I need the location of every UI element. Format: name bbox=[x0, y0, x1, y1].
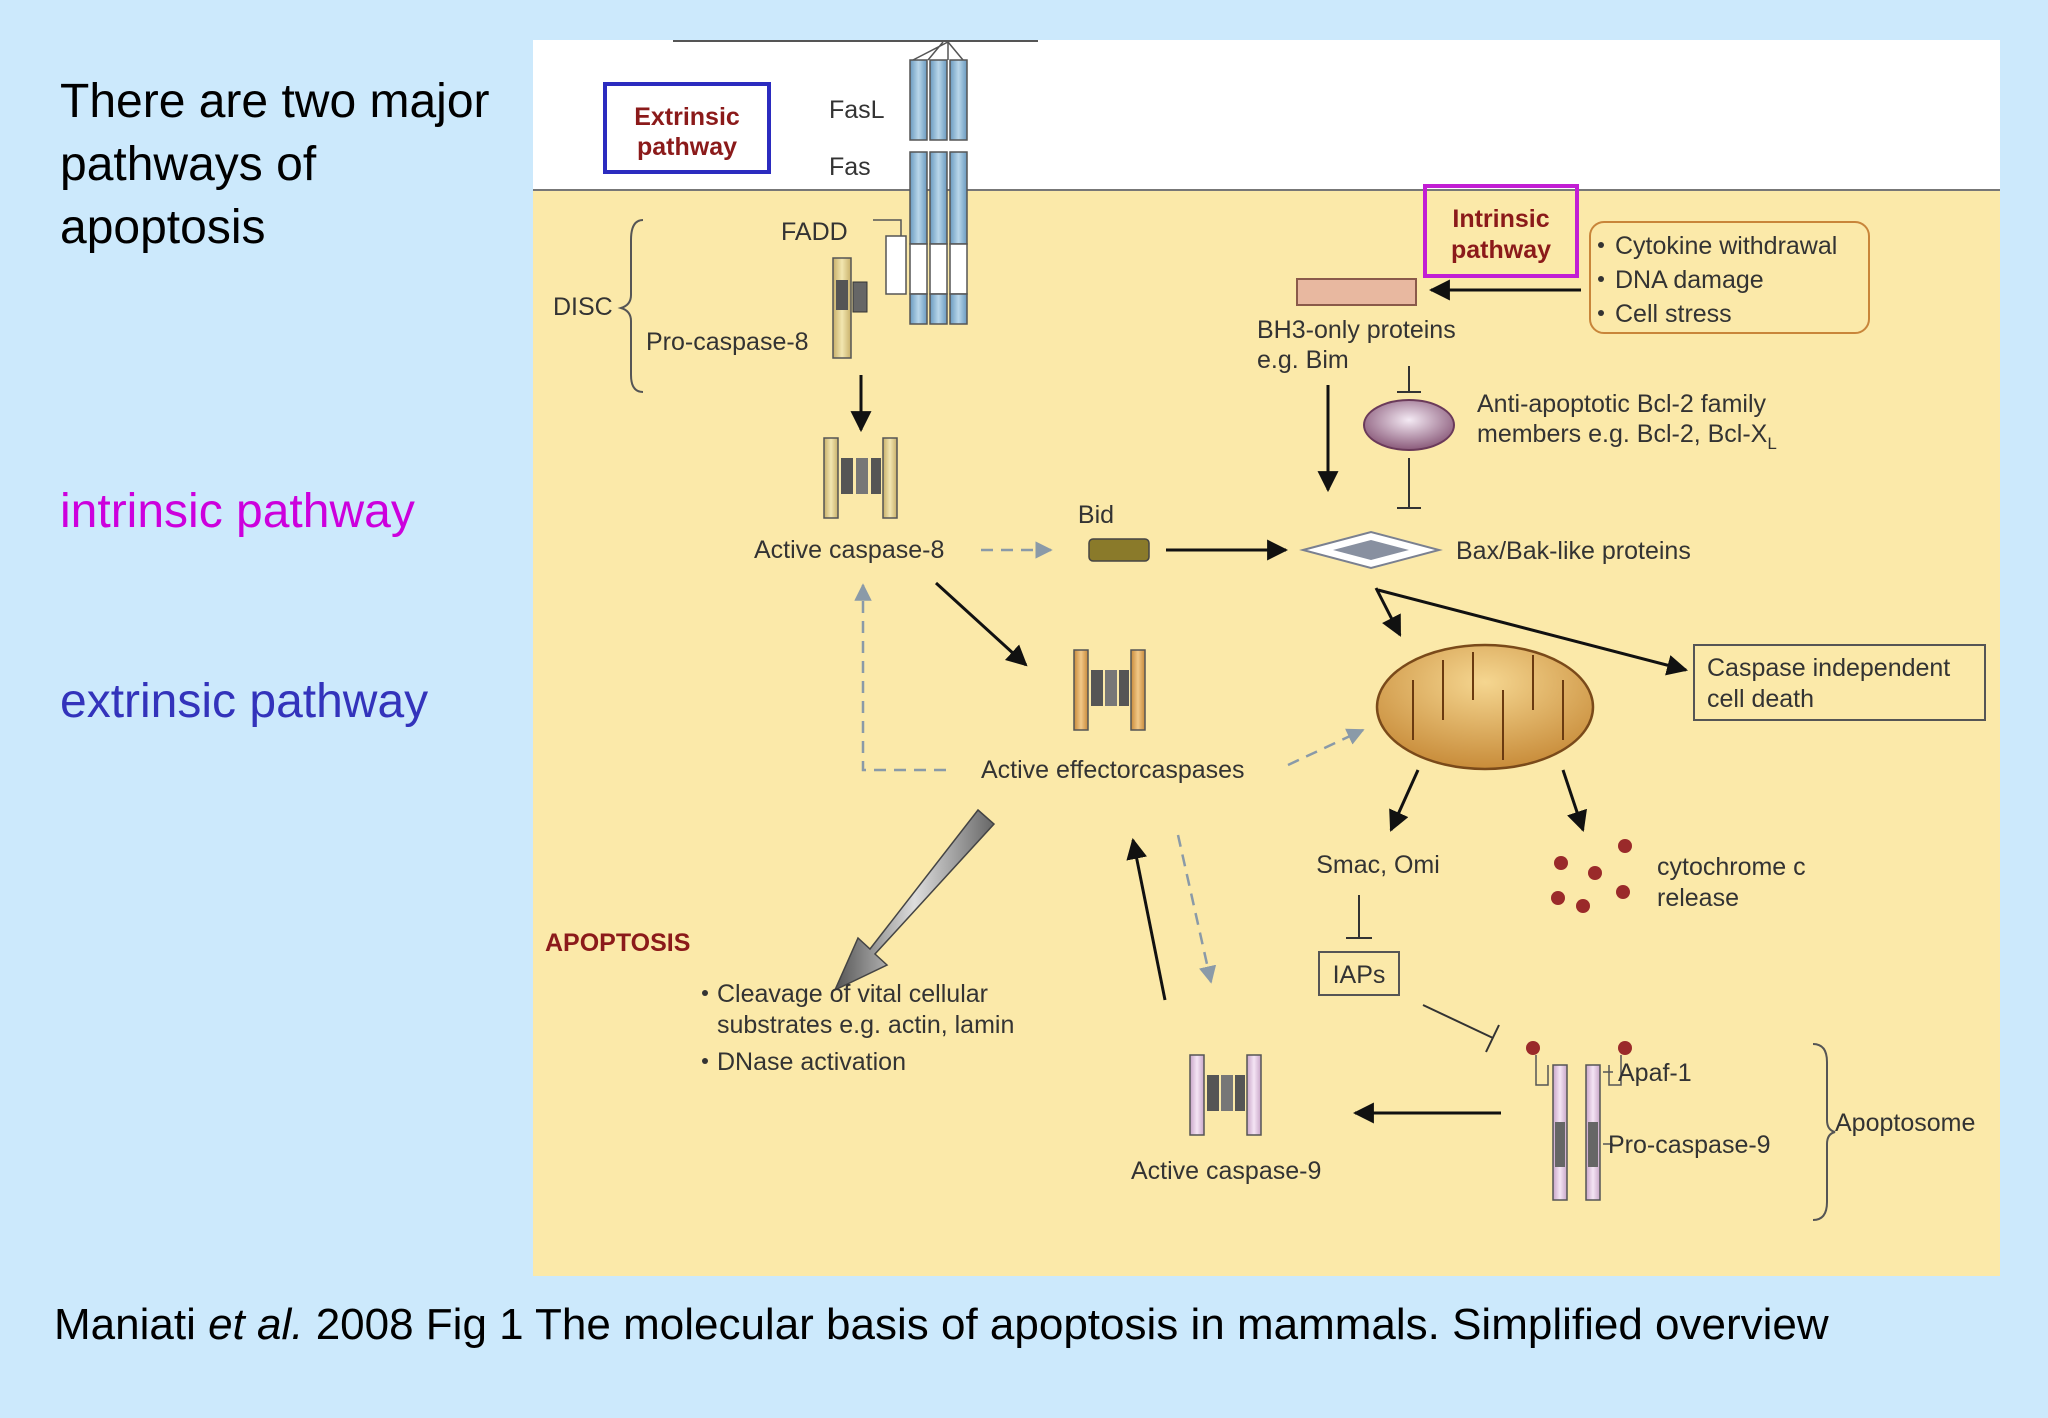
apoptosis-effect-2: substrates e.g. actin, lamin bbox=[717, 1011, 1014, 1039]
big-arrow-to-apoptosis bbox=[833, 808, 996, 992]
intrinsic-box-line2: pathway bbox=[1451, 236, 1551, 264]
arrow-mito-to-smac bbox=[1389, 769, 1420, 832]
caption-description: 2008 Fig 1 The molecular basis of apopto… bbox=[303, 1300, 1829, 1349]
intrinsic-pathway-box bbox=[1423, 184, 1579, 278]
bax-bak-label: Bax/Bak-like proteins bbox=[1456, 537, 1691, 565]
bullet-dot bbox=[1598, 242, 1604, 248]
apoptosis-effect-1: Cleavage of vital cellular bbox=[717, 980, 988, 1008]
dashed-arrow-effector-to-caspase9 bbox=[1176, 834, 1217, 984]
cytochrome-label-line1: cytochrome c bbox=[1657, 853, 1806, 881]
bcl-2-icon bbox=[1363, 399, 1455, 451]
iaps-label: IAPs bbox=[1333, 961, 1386, 989]
extrinsic-pathway-box bbox=[603, 82, 771, 174]
disc-brace bbox=[617, 219, 644, 393]
disc-label: DISC bbox=[553, 293, 613, 321]
apoptosis-diagram: Extrinsic pathway FasL Fas FADD DISC Pro… bbox=[533, 40, 2000, 1276]
active-caspase-8-label: Active caspase-8 bbox=[754, 536, 944, 564]
bax-bak-icon bbox=[1299, 530, 1443, 570]
anti-apoptotic-line1: Anti-apoptotic Bcl-2 family bbox=[1477, 390, 1767, 418]
stress-stimuli-box bbox=[1589, 221, 1870, 334]
bullet-dot bbox=[1598, 276, 1604, 282]
bh3-label-line2: e.g. Bim bbox=[1257, 346, 1349, 374]
dashed-arrow-effector-to-mito bbox=[1287, 728, 1365, 767]
pro-caspase-9-label: Pro-caspase-9 bbox=[1608, 1131, 1771, 1159]
stress-item-2: DNA damage bbox=[1615, 266, 1764, 294]
apoptosis-label: APOPTOSIS bbox=[545, 929, 690, 957]
mitochondrion-icon bbox=[1375, 643, 1595, 771]
bid-icon bbox=[1088, 538, 1150, 562]
cytochrome-c-dots bbox=[1551, 839, 1632, 913]
active-effector-caspase-icon bbox=[1073, 649, 1146, 731]
pro-caspase-8-label: Pro-caspase-8 bbox=[646, 328, 809, 356]
arrow-caspase9-to-effector bbox=[1126, 837, 1167, 1001]
apoptosome-brace bbox=[1812, 1043, 1836, 1221]
arrow-bax-to-caspase-independent bbox=[1377, 588, 1689, 676]
stress-item-3: Cell stress bbox=[1615, 300, 1732, 328]
extrinsic-box-line1: Extrinsic bbox=[634, 103, 740, 131]
arrow-mito-to-cytochrome bbox=[1561, 769, 1587, 832]
fasl-fas-receptor bbox=[673, 40, 1038, 359]
cytochrome-label-line2: release bbox=[1657, 884, 1739, 912]
arrow-bax-to-mitochondrion bbox=[1374, 587, 1402, 637]
extracellular-region bbox=[533, 40, 2000, 190]
bullet-dot bbox=[702, 990, 708, 996]
active-caspase-8-icon bbox=[823, 437, 898, 519]
dashed-feedback-effector-to-caspase8 bbox=[854, 583, 946, 772]
smac-omi-label: Smac, Omi bbox=[1316, 851, 1440, 879]
intrinsic-pathway-label: intrinsic pathway bbox=[60, 485, 415, 538]
figure-caption: Maniati et al. 2008 Fig 1 The molecular … bbox=[54, 1300, 1829, 1350]
caspase-independent-line1: Caspase independent bbox=[1707, 654, 1950, 682]
apoptosis-effect-3: DNase activation bbox=[717, 1048, 906, 1076]
extrinsic-pathway-label: extrinsic pathway bbox=[60, 675, 429, 728]
inhibit-iaps-apoptosome bbox=[1422, 1004, 1500, 1053]
intro-text: There are two major pathways of apoptosi… bbox=[60, 75, 490, 254]
fasl-label: FasL bbox=[829, 96, 885, 124]
arrow-caspase8-to-effector bbox=[934, 581, 1028, 667]
intrinsic-box-line1: Intrinsic bbox=[1452, 205, 1549, 233]
fadd-label: FADD bbox=[781, 218, 848, 246]
active-effector-label: Active effectorcaspases bbox=[981, 756, 1245, 784]
extrinsic-box-line2: pathway bbox=[637, 133, 737, 161]
anti-apoptotic-line2: members e.g. Bcl-2, Bcl-XL bbox=[1477, 420, 1777, 453]
fas-label: Fas bbox=[829, 153, 871, 181]
apoptosome-icon bbox=[1526, 1041, 1632, 1201]
bh3-label-line1: BH3-only proteins bbox=[1257, 316, 1456, 344]
bid-label: Bid bbox=[1078, 501, 1114, 529]
caption-author: Maniati bbox=[54, 1300, 209, 1349]
apoptosome-label: Apoptosome bbox=[1835, 1109, 1975, 1137]
iaps-box bbox=[1318, 951, 1400, 996]
apaf-1-label: Apaf-1 bbox=[1618, 1059, 1692, 1087]
inhibit-bcl2-bax bbox=[1397, 458, 1421, 509]
inhibit-bh3-bcl2 bbox=[1397, 366, 1421, 393]
inhibit-smac-iaps bbox=[1346, 895, 1372, 939]
caspase-independent-line2: cell death bbox=[1707, 685, 1814, 713]
bullet-dot bbox=[702, 1058, 708, 1064]
stress-item-1: Cytokine withdrawal bbox=[1615, 232, 1837, 260]
active-caspase-9-icon bbox=[1189, 1054, 1262, 1136]
cytoplasm-region bbox=[533, 190, 2000, 1276]
bh3-only-icon bbox=[1296, 278, 1417, 306]
caption-et-al: et al. bbox=[208, 1300, 304, 1349]
caspase-independent-box bbox=[1693, 644, 1986, 721]
active-caspase-9-label: Active caspase-9 bbox=[1131, 1157, 1321, 1185]
bullet-dot bbox=[1598, 310, 1604, 316]
